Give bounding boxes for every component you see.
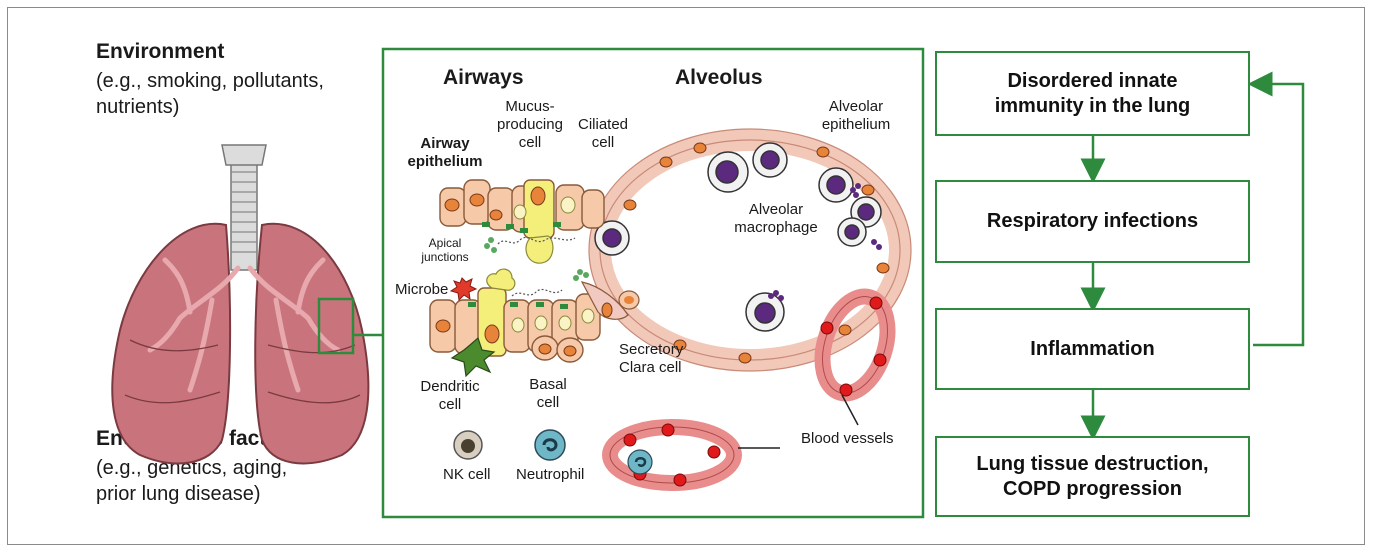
apical-junctions-label: Apical junctions [412, 236, 478, 264]
airways-title: Airways [443, 66, 524, 90]
flow-box-1-line-2: immunity in the lung [995, 94, 1191, 119]
neutrophil-label: Neutrophil [516, 466, 584, 483]
basal-line-2: cell [518, 394, 578, 412]
flow-box-1-line-1: Disordered innate [995, 69, 1191, 94]
basal-line-1: Basal [518, 376, 578, 394]
alveolar-macrophage-line-1: Alveolar [726, 201, 826, 219]
right-lung [255, 224, 368, 464]
nk-cell-label: NK cell [443, 466, 491, 483]
airway-epithelium-line-1: Airway [407, 135, 483, 153]
secretory-clara-cell-label: Secretory Clara cell [619, 341, 683, 377]
dendritic-line-1: Dendritic [412, 378, 488, 396]
alveolar-macrophage-label: Alveolar macrophage [726, 201, 826, 237]
flow-box-disordered-immunity: Disordered innate immunity in the lung [935, 51, 1250, 136]
alveolus-ring [589, 129, 911, 371]
dendritic-cell-label: Dendritic cell [412, 378, 488, 414]
flow-box-3-line-1: Inflammation [1030, 337, 1154, 362]
ciliated-line-1: Ciliated [568, 116, 638, 134]
flow-box-4-line-1: Lung tissue destruction, [976, 452, 1208, 477]
mucus-producing-cell-label: Mucus- producing cell [490, 98, 570, 152]
secretory-line-1: Secretory [619, 341, 683, 359]
alveolus-title: Alveolus [675, 66, 763, 90]
neutrophil-icon [535, 430, 565, 460]
ciliated-cell-label: Ciliated cell [568, 116, 638, 152]
alveolar-epithelium-line-2: epithelium [810, 116, 902, 134]
alveolar-epithelium-label: Alveolar epithelium [810, 98, 902, 134]
apical-junctions-line-2: junctions [412, 250, 478, 264]
mucus-line-2: producing [490, 116, 570, 134]
flow-box-lung-tissue-destruction: Lung tissue destruction, COPD progressio… [935, 436, 1250, 517]
mucus-line-3: cell [490, 134, 570, 152]
flow-box-inflammation: Inflammation [935, 308, 1250, 390]
blood-vessels-label: Blood vessels [801, 430, 894, 447]
alveolar-epithelium-line-1: Alveolar [810, 98, 902, 116]
airway-epithelium-label: Airway epithelium [407, 135, 483, 171]
lungs-illustration [112, 145, 383, 463]
flow-box-4-line-2: COPD progression [976, 477, 1208, 502]
dendritic-line-2: cell [412, 396, 488, 414]
mucus-line-1: Mucus- [490, 98, 570, 116]
secretory-line-2: Clara cell [619, 359, 683, 377]
left-lung [112, 224, 230, 464]
ciliated-line-2: cell [568, 134, 638, 152]
flow-box-2-line-1: Respiratory infections [987, 209, 1198, 234]
flow-box-respiratory-infections: Respiratory infections [935, 180, 1250, 263]
blood-vessel-right [811, 288, 899, 425]
microbe-label: Microbe [395, 281, 448, 298]
basal-cell-label: Basal cell [518, 376, 578, 412]
apical-junctions-line-1: Apical [412, 236, 478, 250]
airway-epithelium-line-2: epithelium [407, 153, 483, 171]
blood-vessel-bottom [610, 424, 780, 486]
microbe-icon [451, 278, 476, 300]
alveolar-macrophage-line-2: macrophage [726, 219, 826, 237]
